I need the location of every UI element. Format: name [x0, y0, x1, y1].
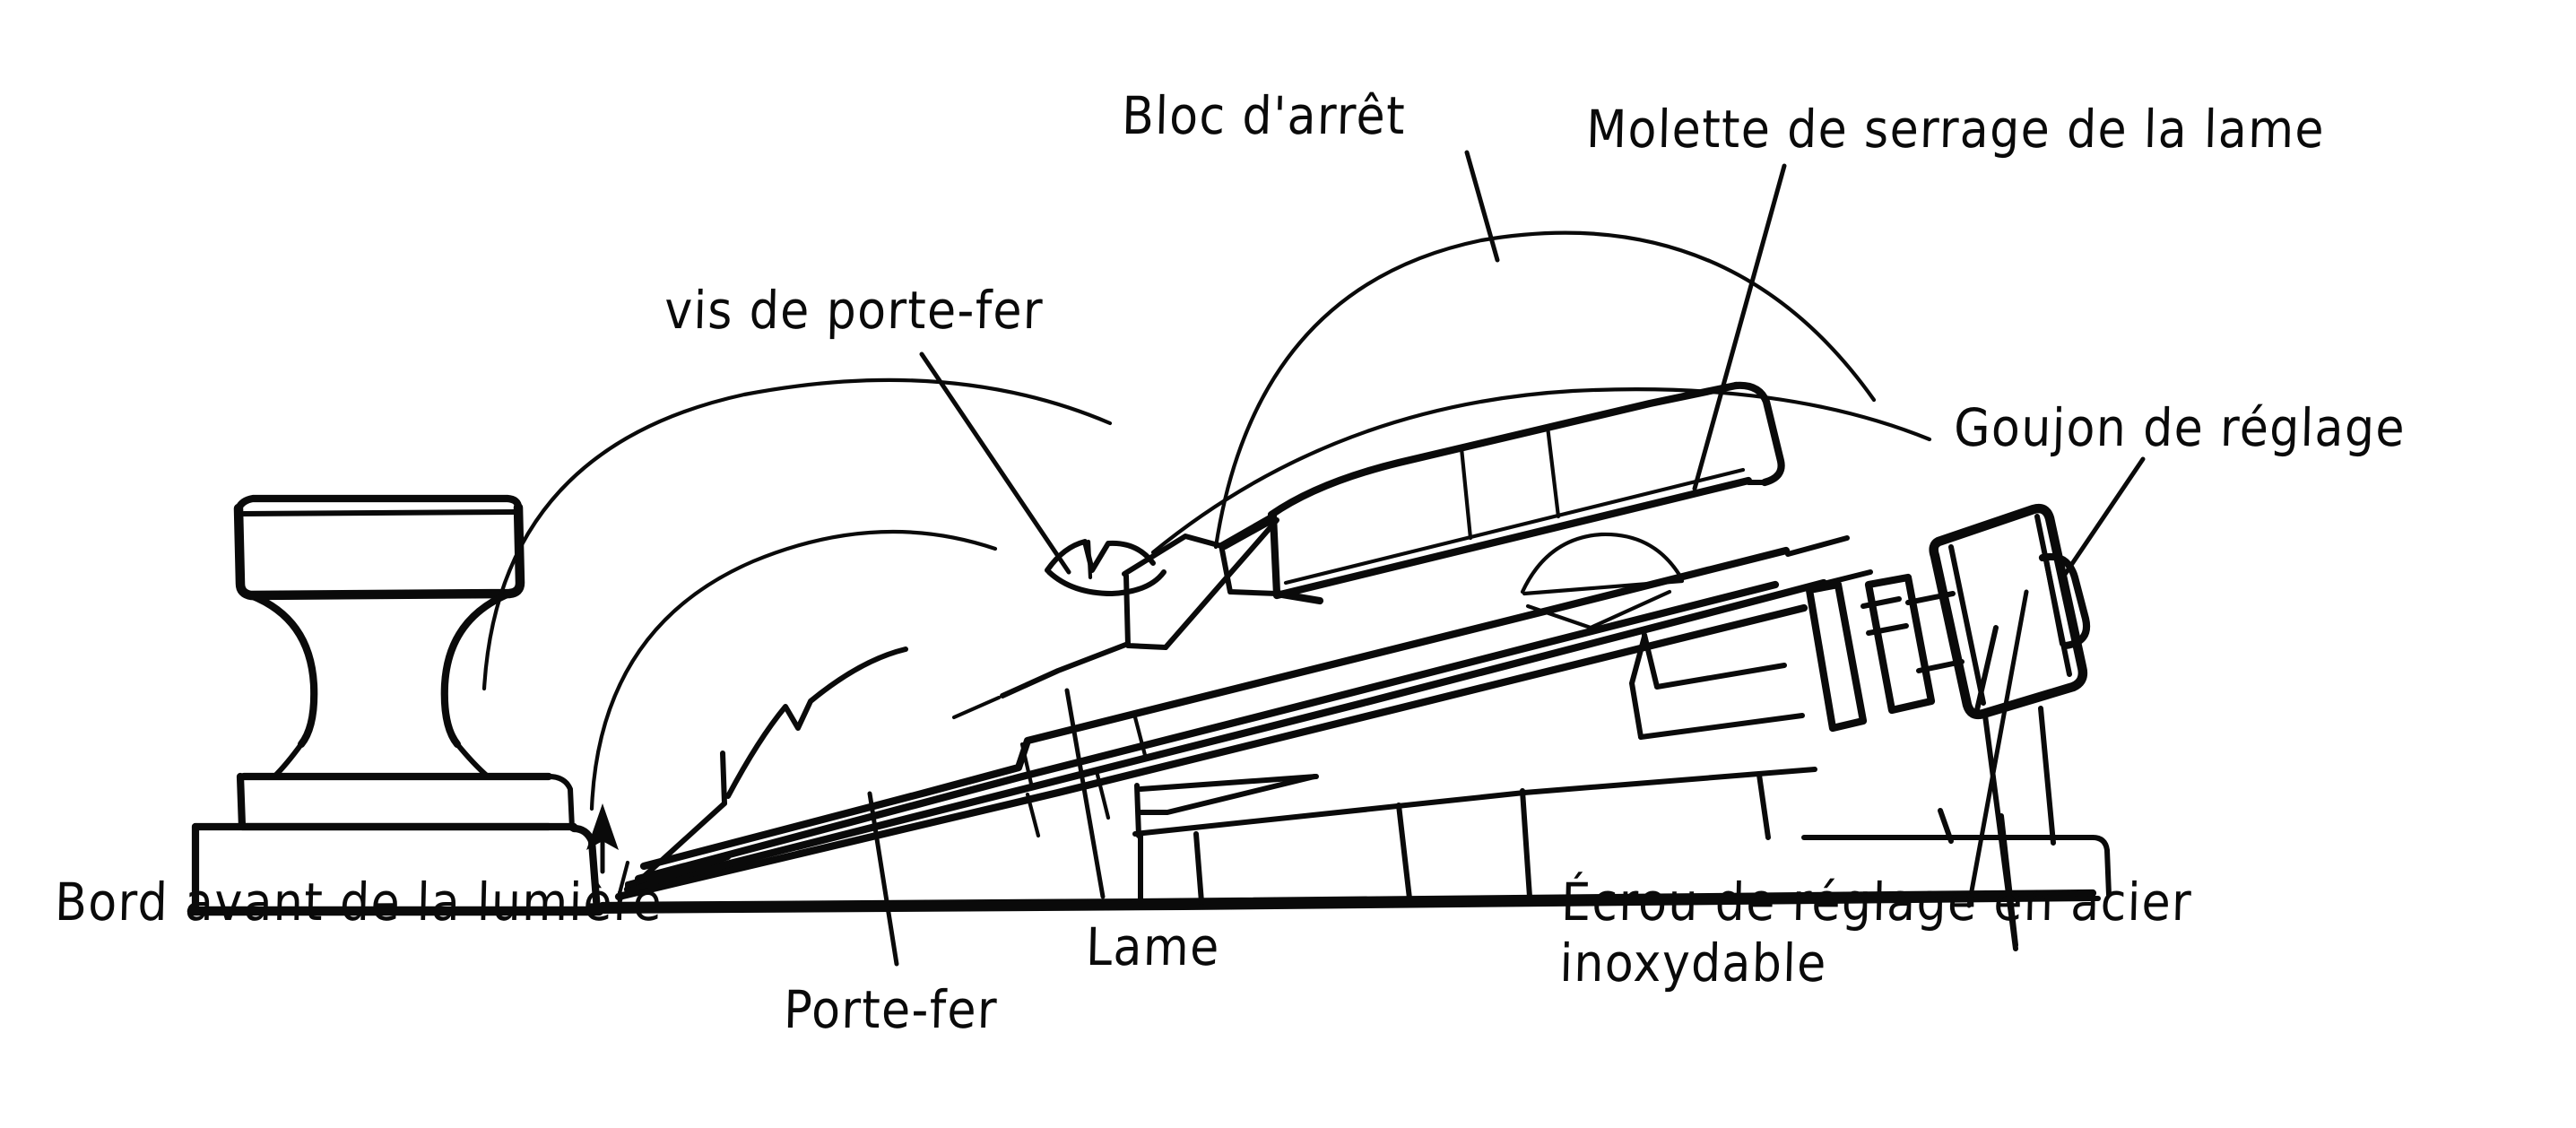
leader-lame — [1064, 688, 1106, 899]
lever-cap — [1219, 381, 1785, 605]
adjust-stud — [2038, 552, 2091, 650]
blade-assembly — [614, 535, 1873, 901]
label-bloc-d-arret: Bloc d'arrêt — [1121, 85, 1407, 146]
tote-arc — [481, 230, 1932, 811]
leader-vis-de-porte-fer — [919, 351, 1071, 575]
leader-lines — [586, 150, 2146, 967]
leader-goujon — [2060, 456, 2146, 581]
label-vis-de-porte-fer: vis de porte-fer — [664, 280, 1045, 341]
leader-porte-fer — [867, 791, 899, 967]
clamp-wheel — [1520, 532, 1685, 630]
label-ecrou-de-reglage-en-acier-inoxydable: Écrou de réglage en acier inoxydable — [1558, 872, 2193, 994]
adjust-mechanism — [1629, 573, 1965, 740]
label-goujon-de-reglage: Goujon de réglage — [1953, 397, 2407, 458]
label-porte-fer: Porte-fer — [783, 979, 999, 1040]
front-knob — [186, 494, 604, 916]
leader-bloc-d-arret — [1464, 150, 1500, 263]
label-bord-avant-de-la-lumiere: Bord avant de la lumière — [54, 872, 664, 933]
label-molette-de-serrage-de-la-lame: Molette de serrage de la lame — [1585, 99, 2326, 160]
label-lame: Lame — [1085, 916, 1221, 977]
leader-ecrou — [1966, 589, 2029, 908]
adjust-nut — [1929, 503, 2088, 951]
frog-ramp — [951, 517, 1279, 720]
arrowhead-bord-avant — [586, 803, 619, 850]
leader-molette — [1692, 163, 1787, 491]
